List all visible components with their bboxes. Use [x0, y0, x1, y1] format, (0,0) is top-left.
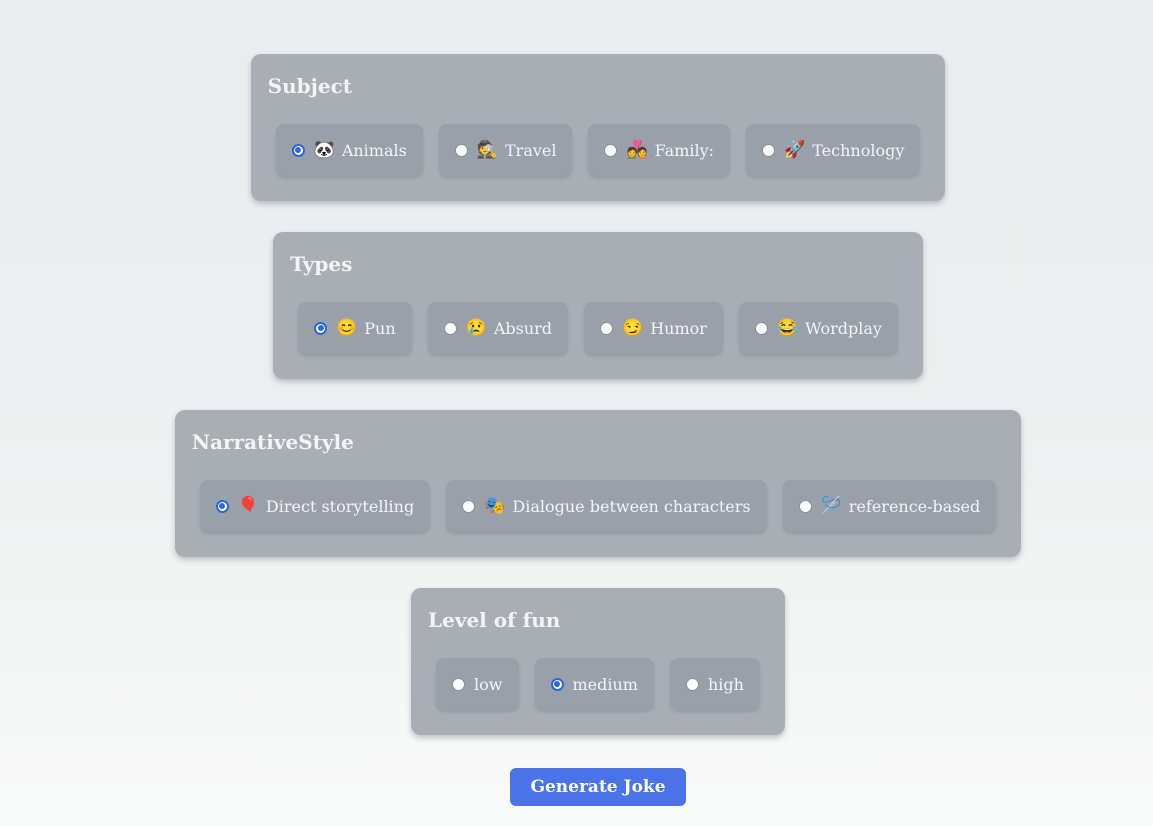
- radio-option-family[interactable]: 💑 Family:: [588, 124, 731, 176]
- smirking-face-icon: 😏: [622, 317, 644, 338]
- balloon-icon: 🎈: [237, 495, 259, 516]
- sections-container: Subject 🐼 Animals 🕵️ Travel 💑 Family: 🚀 …: [43, 54, 1153, 735]
- radio-button[interactable]: [462, 499, 476, 513]
- option-label: medium: [572, 674, 638, 694]
- radio-button[interactable]: [454, 143, 468, 157]
- radio-option-humor[interactable]: 😏 Humor: [584, 302, 723, 354]
- section-title: NarrativeStyle: [191, 430, 354, 454]
- radio-button[interactable]: [291, 143, 305, 157]
- joke-generator-form: Subject 🐼 Animals 🕵️ Travel 💑 Family: 🚀 …: [43, 0, 1153, 806]
- radio-option-pun[interactable]: 😊 Pun: [298, 302, 412, 354]
- radio-button[interactable]: [452, 677, 466, 691]
- option-label: high: [707, 674, 744, 694]
- option-label: Animals: [341, 140, 407, 160]
- radio-button[interactable]: [685, 677, 699, 691]
- radio-button[interactable]: [600, 321, 614, 335]
- radio-option-high[interactable]: high: [669, 658, 760, 710]
- section-card: NarrativeStyle 🎈 Direct storytelling 🎭 D…: [174, 410, 1022, 557]
- radio-button[interactable]: [443, 321, 457, 335]
- radio-option-low[interactable]: low: [436, 658, 519, 710]
- radio-option-reference-based[interactable]: 🪡 reference-based: [782, 480, 997, 532]
- crying-face-icon: 😢: [465, 317, 487, 338]
- option-label: Dialogue between characters: [512, 496, 751, 516]
- laughing-tears-icon: 😂: [776, 317, 799, 338]
- option-label: reference-based: [848, 496, 981, 516]
- option-label: Travel: [505, 140, 557, 160]
- options-row: 🐼 Animals 🕵️ Travel 💑 Family: 🚀 Technolo…: [268, 124, 929, 176]
- options-row: 😊 Pun 😢 Absurd 😏 Humor 😂 Wordplay: [290, 302, 906, 354]
- radio-button[interactable]: [798, 499, 812, 513]
- theater-masks-icon: 🎭: [484, 495, 506, 516]
- generate-joke-button[interactable]: Generate Joke: [510, 768, 686, 806]
- radio-option-travel[interactable]: 🕵️ Travel: [438, 124, 573, 176]
- option-label: Absurd: [493, 318, 553, 338]
- option-label: Wordplay: [805, 318, 882, 338]
- section-title: Level of fun: [428, 608, 561, 632]
- button-row: Generate Joke: [43, 768, 1153, 806]
- smiling-face-icon: 😊: [336, 317, 358, 338]
- radio-option-direct-storytelling[interactable]: 🎈 Direct storytelling: [199, 480, 431, 532]
- rocket-icon: 🚀: [784, 139, 806, 160]
- radio-button[interactable]: [762, 143, 776, 157]
- radio-option-technology[interactable]: 🚀 Technology: [746, 124, 921, 176]
- radio-option-wordplay[interactable]: 😂 Wordplay: [738, 302, 898, 354]
- option-label: Family:: [654, 140, 715, 160]
- couple-heart-icon: 💑: [626, 139, 648, 160]
- option-label: Direct storytelling: [265, 496, 415, 516]
- radio-button[interactable]: [604, 143, 618, 157]
- detective-icon: 🕵️: [476, 139, 498, 160]
- radio-button[interactable]: [215, 499, 229, 513]
- options-row: low medium high: [428, 658, 768, 710]
- section-card: Types 😊 Pun 😢 Absurd 😏 Humor 😂 Wordplay: [273, 232, 923, 379]
- radio-button[interactable]: [754, 321, 768, 335]
- radio-button[interactable]: [314, 321, 328, 335]
- needle-thread-icon: 🪡: [820, 495, 842, 516]
- radio-button[interactable]: [550, 677, 564, 691]
- option-label: Humor: [650, 318, 707, 338]
- option-label: Pun: [364, 318, 396, 338]
- radio-option-absurd[interactable]: 😢 Absurd: [427, 302, 569, 354]
- panda-icon: 🐼: [313, 139, 335, 160]
- radio-option-dialogue-between-characters[interactable]: 🎭 Dialogue between characters: [446, 480, 767, 532]
- radio-option-medium[interactable]: medium: [534, 658, 654, 710]
- options-row: 🎈 Direct storytelling 🎭 Dialogue between…: [192, 480, 1005, 532]
- section-title: Types: [290, 252, 353, 276]
- option-label: low: [474, 674, 503, 694]
- section-card: Level of fun low medium high: [411, 588, 785, 735]
- section-card: Subject 🐼 Animals 🕵️ Travel 💑 Family: 🚀 …: [250, 54, 946, 201]
- section-title: Subject: [267, 74, 352, 98]
- radio-option-animals[interactable]: 🐼 Animals: [275, 124, 423, 176]
- option-label: Technology: [812, 140, 905, 160]
